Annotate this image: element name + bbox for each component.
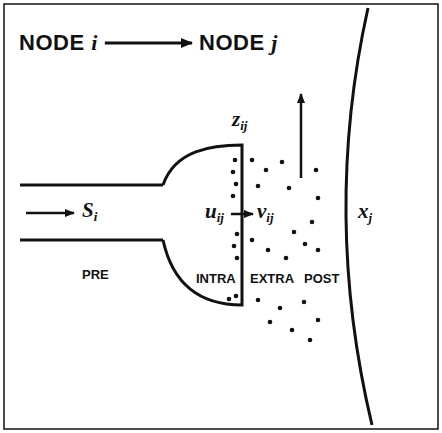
axon-wall (20, 239, 163, 242)
variable-symbol: uij (205, 200, 224, 225)
variable-symbol: vij (257, 200, 274, 225)
variable-symbol: zij (232, 108, 247, 133)
frame (4, 4, 438, 429)
region-label: EXTRA (250, 272, 294, 286)
connector-arrow (105, 42, 192, 45)
node-name: NODE i (19, 30, 98, 56)
postsynaptic-membrane (346, 8, 372, 425)
variable-symbol: xj (358, 200, 372, 225)
axon-wall (20, 184, 163, 187)
release-arrow (231, 213, 253, 216)
input-arrow (26, 212, 74, 215)
region-label: INTRA (196, 272, 236, 286)
node-label: NODE i (16, 28, 101, 58)
synaptic-knob (163, 145, 242, 305)
diffusion-arrow (300, 94, 303, 178)
transmitter-dots (227, 158, 321, 343)
region-label: PRE (82, 268, 109, 282)
region-label: POST (304, 272, 339, 286)
node-name: NODE j (199, 30, 278, 56)
node-label: NODE j (196, 28, 281, 58)
signal-symbol: Si (82, 199, 97, 224)
